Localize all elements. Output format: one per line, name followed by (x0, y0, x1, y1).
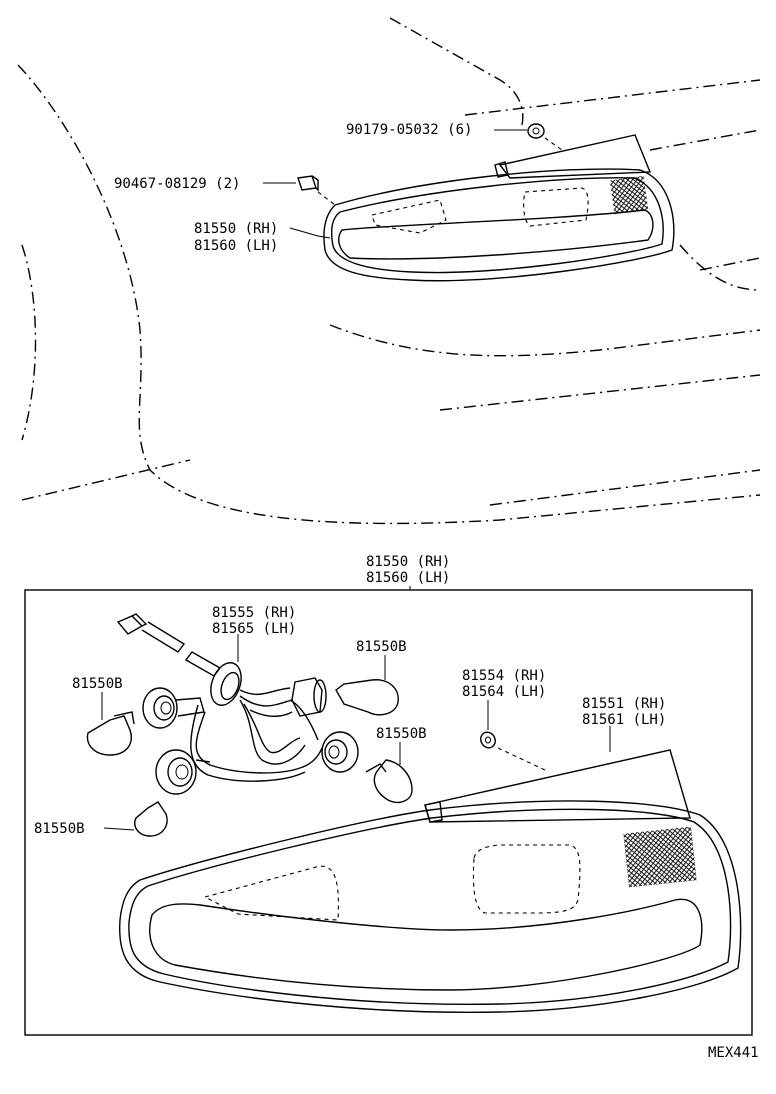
callout-socket-lh: 81565 (LH) (212, 621, 296, 637)
callout-bulb-bottom: 81550B (34, 821, 85, 837)
socket-harness-icon (190, 662, 323, 782)
nut-icon (527, 123, 563, 151)
installed-tail-lamp (323, 134, 675, 282)
callout-lens-lh: 81561 (LH) (582, 712, 666, 728)
callout-lamp-lh: 81560 (LH) (194, 238, 278, 254)
callout-bulb-right: 81550B (376, 726, 427, 742)
callout-gasket-lh: 81564 (LH) (462, 684, 546, 700)
lamp-housing (118, 800, 742, 1013)
callout-nut: 90179-05032 (6) (346, 122, 472, 138)
lens-icon (424, 749, 691, 823)
callout-lens-rh: 81551 (RH) (582, 696, 666, 712)
callout-lamp-rh: 81550 (RH) (194, 221, 278, 237)
bulb-icon (86, 679, 413, 837)
diagram-code: MEX441 (708, 1045, 759, 1061)
callout-gasket-rh: 81554 (RH) (462, 668, 546, 684)
callout-assy-lh: 81560 (LH) (366, 570, 450, 586)
vehicle-body-outline (17, 17, 761, 525)
callout-assy-rh: 81550 (RH) (366, 554, 450, 570)
exploded-view-frame (24, 589, 753, 1036)
callout-clip: 90467-08129 (2) (114, 176, 240, 192)
connector-icon (116, 613, 222, 677)
callout-socket-rh: 81555 (RH) (212, 605, 296, 621)
callout-bulb-top: 81550B (356, 639, 407, 655)
callout-bulb-left: 81550B (72, 676, 123, 692)
gasket-icon (480, 731, 546, 771)
socket-icon (142, 677, 359, 795)
clip-icon (297, 175, 336, 206)
